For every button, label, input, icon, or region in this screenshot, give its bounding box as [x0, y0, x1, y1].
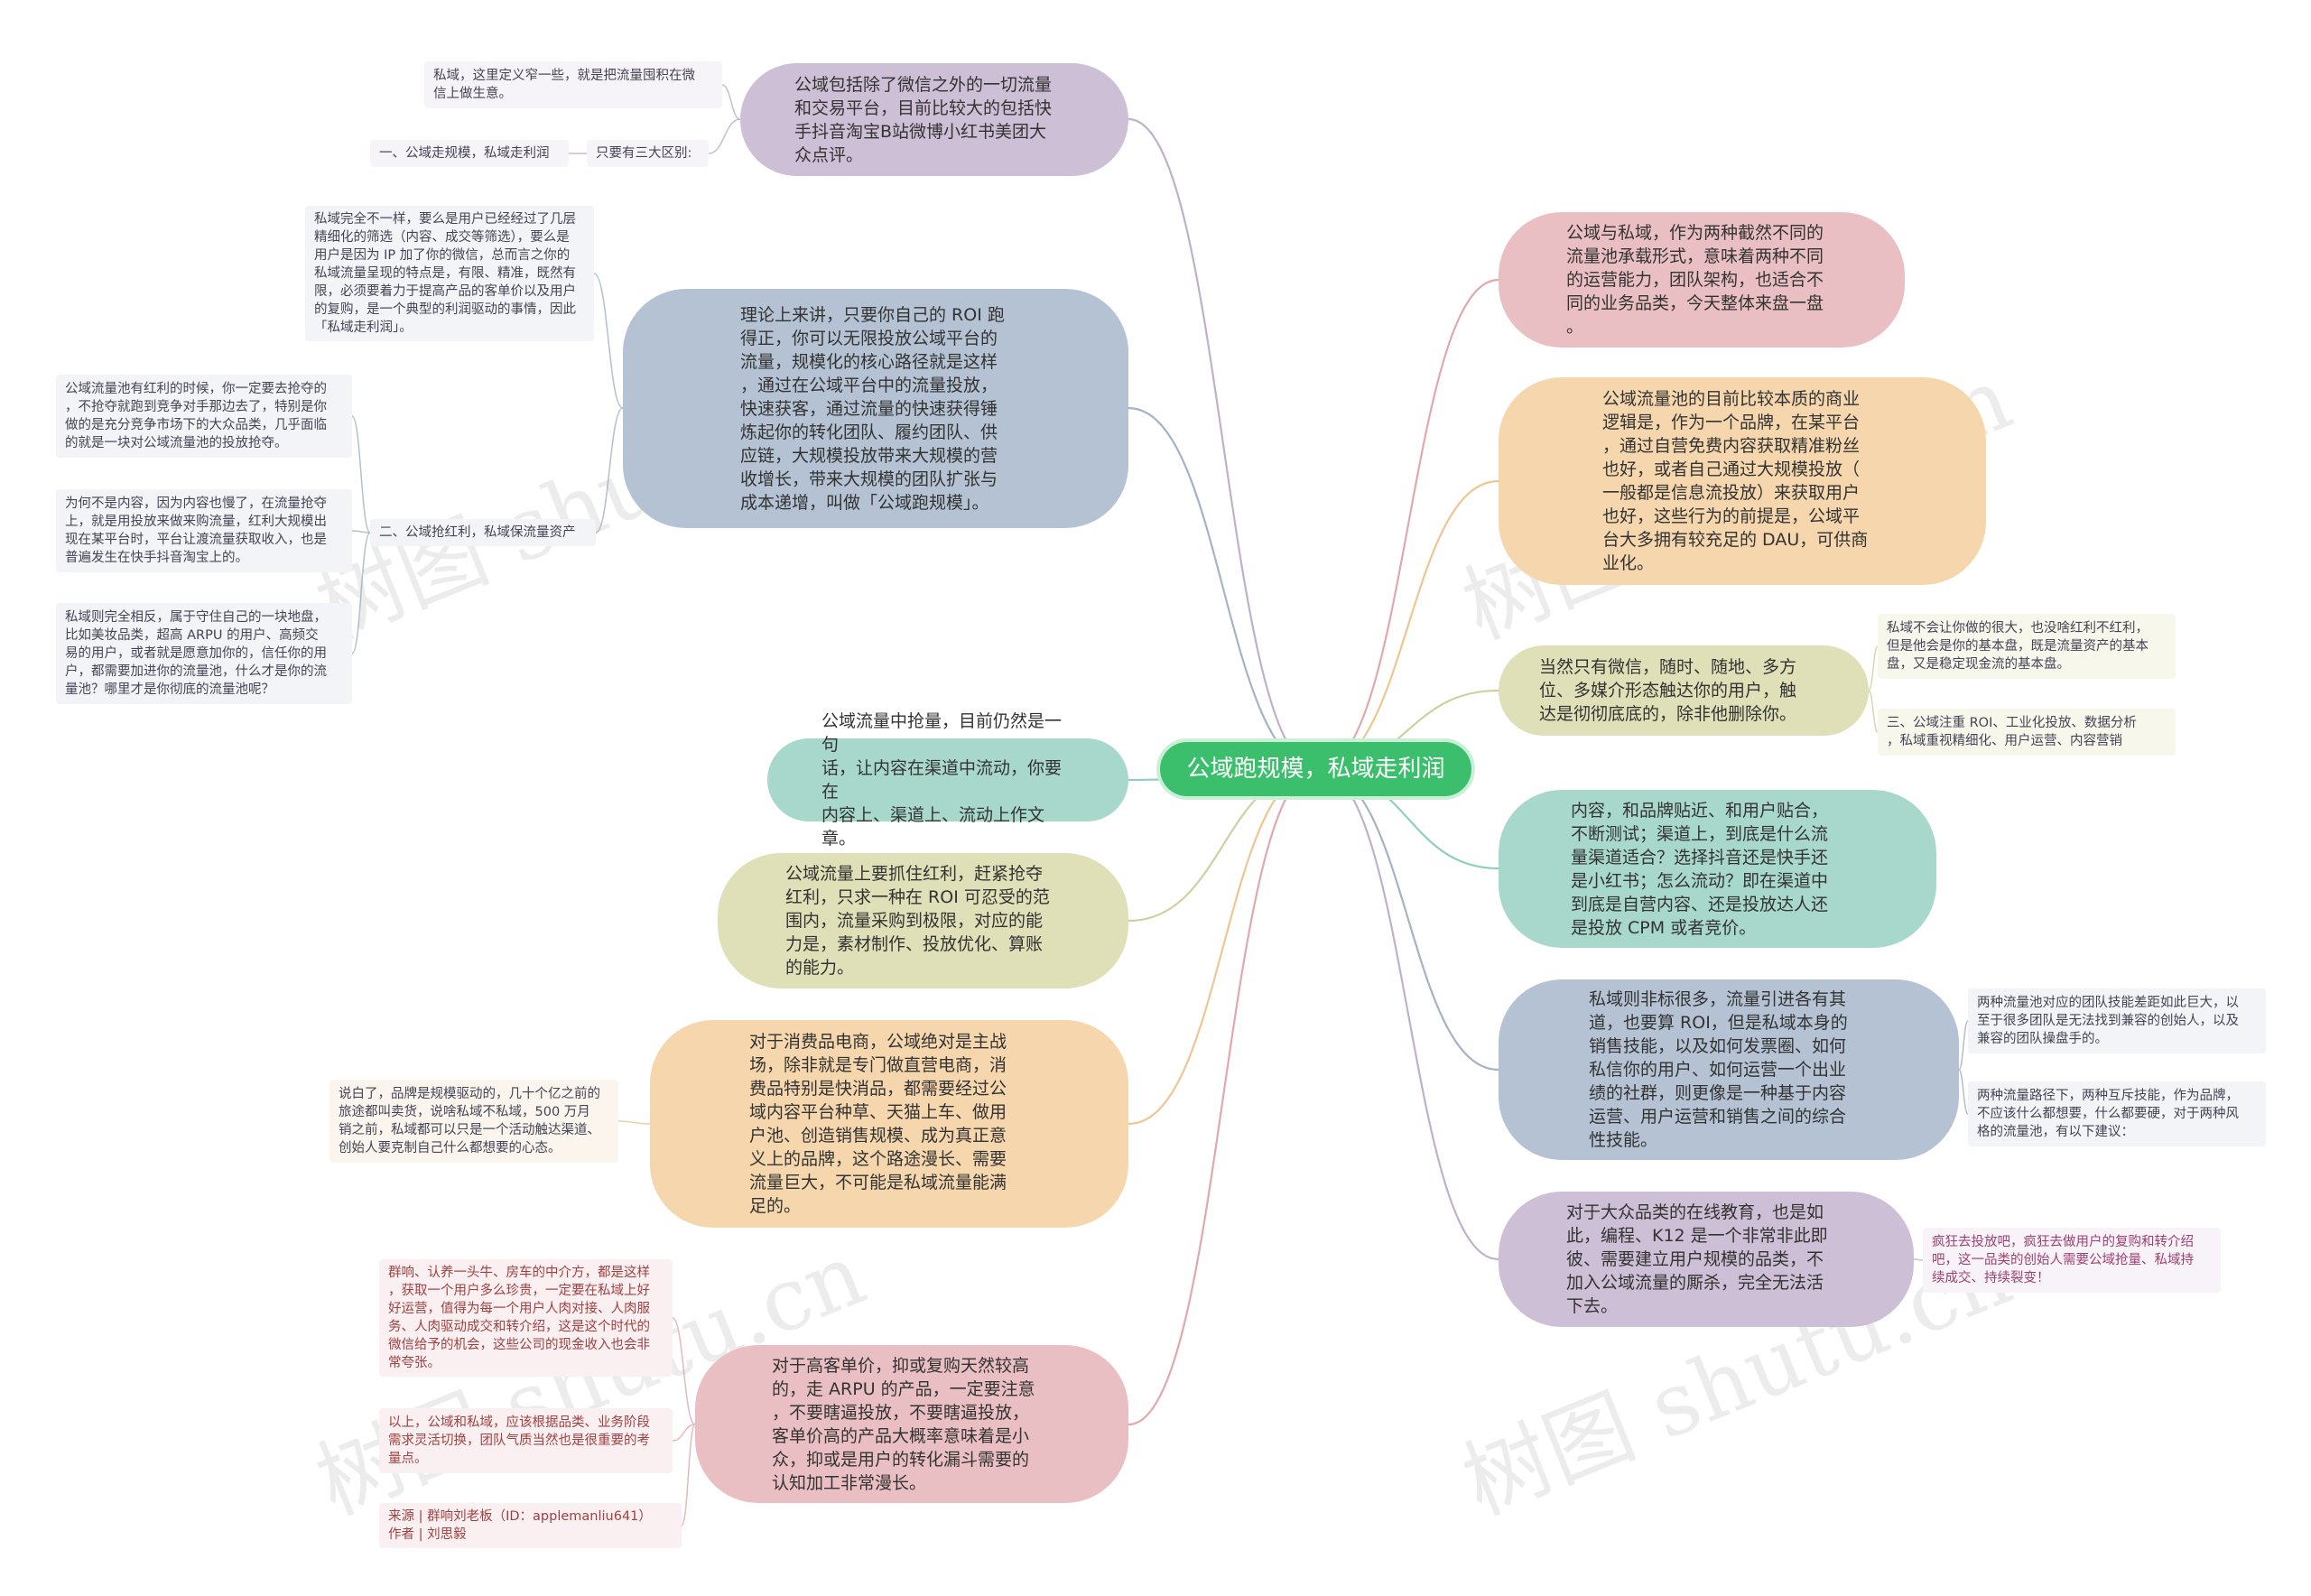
branch-text: 私域则非标很多，流量引进各有其 道，也要算 ROI，但是私域本身的 销售技能，以…	[1589, 989, 1848, 1150]
leaf-text: 为何不是内容，因为内容也慢了，在流量抢夺 上，就是用投放来做来购流量，红利大规模…	[65, 496, 327, 565]
branch-right-4[interactable]: 内容，和品牌贴近、和用户贴合， 不断测试；渠道上，到底是什么流 量渠道适合？选择…	[1499, 790, 1936, 948]
leaf-text: 公域流量池有红利的时候，你一定要去抢夺的 ，不抢夺就跑到竞争对手那边去了，特别是…	[65, 382, 327, 450]
branch-text: 公域包括除了微信之外的一切流量 和交易平台，目前比较大的包括快 手抖音淘宝B站微…	[794, 74, 1053, 165]
branch-right-5[interactable]: 私域则非标很多，流量引进各有其 道，也要算 ROI，但是私域本身的 销售技能，以…	[1499, 979, 1959, 1160]
connector	[1317, 278, 1499, 771]
root-topic[interactable]: 公域跑规模，私域走利润	[1160, 742, 1471, 796]
leaf-text: 私域完全不一样，要么是用户已经经过了几层 精细化的筛选（内容、成交等筛选），要么…	[314, 212, 576, 335]
branch-left-3[interactable]: 公域流量中抢量，目前仍然是一句 话，让内容在渠道中流动，你要在 内容上、渠道上、…	[767, 711, 1128, 849]
leaf-note[interactable]: 私域则完全相反，属于守住自己的一块地盘， 比如美妆品类，超高 ARPU 的用户、…	[56, 603, 352, 704]
branch-text: 内容，和品牌贴近、和用户贴合， 不断测试；渠道上，到底是什么流 量渠道适合？选择…	[1571, 800, 1829, 938]
leaf-text: 说白了，品牌是规模驱动的，几十个亿之前的 旅途都叫卖货，说啥私域不私域，500 …	[339, 1087, 600, 1155]
leaf-note[interactable]: 说白了，品牌是规模驱动的，几十个亿之前的 旅途都叫卖货，说啥私域不私域，500 …	[329, 1080, 618, 1163]
leaf-note[interactable]: 私域完全不一样，要么是用户已经经过了几层 精细化的筛选（内容、成交等筛选），要么…	[305, 206, 594, 341]
connector	[672, 1424, 696, 1442]
connector	[1868, 645, 1879, 691]
connector	[1128, 767, 1319, 1426]
connector	[681, 1424, 696, 1526]
branch-left-4[interactable]: 公域流量上要抓住红利，赶紧抢夺 红利，只求一种在 ROI 可忍受的范 围内，流量…	[718, 853, 1128, 988]
leaf-text: 群响、认养一头牛、房车的中介方，都是这样 ，获取一个用户多么珍贵，一定要在私域上…	[388, 1266, 650, 1370]
connector	[1913, 1258, 1924, 1261]
connector	[672, 1317, 696, 1425]
connector	[1317, 767, 1499, 1072]
leaf-note[interactable]: 两种流量池对应的团队技能差距如此巨大，以 至于很多团队是无法找到兼容的创始人，以…	[1968, 988, 2266, 1053]
branch-text: 当然只有微信，随时、随地、多方 位、多媒介形态触达你的用户，触 达是彻彻底底的，…	[1539, 657, 1797, 724]
leaf-note[interactable]: 为何不是内容，因为内容也慢了，在流量抢夺 上，就是用投放来做来购流量，红利大规模…	[56, 489, 352, 572]
branch-left-1[interactable]: 公域包括除了微信之外的一切流量 和交易平台，目前比较大的包括快 手抖音淘宝B站微…	[740, 63, 1128, 176]
leaf-note[interactable]: 疯狂去投放吧，疯狂去做用户的复购和转介绍 吧，这一品类的创始人需要公域抢量、私域…	[1923, 1228, 2221, 1293]
leaf-note[interactable]: 以上，公域和私域，应该根据品类、业务阶段 需求灵活切换，团队气质当然也是很重要的…	[379, 1408, 673, 1473]
leaf-source[interactable]: 来源 | 群响刘老板（ID：applemanliu641） 作者 | 刘思毅	[379, 1503, 682, 1548]
leaf-text: 私域不会让你做的很大，也没啥红利不红利， 但是他会是你的基本盘，既是流量资产的基…	[1887, 621, 2149, 672]
branch-text: 对于消费品电商，公域绝对是主战 场，除非就是专门做直营电商，消 费品特别是快消品…	[749, 1032, 1007, 1216]
branch-left-5[interactable]: 对于消费品电商，公域绝对是主战 场，除非就是专门做直营电商，消 费品特别是快消品…	[650, 1020, 1128, 1228]
connector	[1317, 767, 1499, 1261]
connector	[1868, 690, 1879, 733]
connector	[351, 530, 371, 534]
connector	[617, 1120, 651, 1125]
connector	[1958, 1020, 1969, 1071]
branch-left-6[interactable]: 对于高客单价，抑或复购天然较高 的，走 ARPU 的产品，一定要注意 ，不要瞎逼…	[695, 1345, 1128, 1503]
branch-right-6[interactable]: 对于大众品类的在线教育，也是如 此，编程、K12 是一个非常非此即 彼、需要建立…	[1499, 1192, 1914, 1327]
leaf-note[interactable]: 二、公域抢红利，私域保流量资产	[370, 519, 596, 546]
connector	[721, 84, 741, 120]
leaf-text: 两种流量池对应的团队技能差距如此巨大，以 至于很多团队是无法找到兼容的创始人，以…	[1977, 996, 2239, 1046]
connector	[593, 273, 624, 409]
branch-text: 对于大众品类的在线教育，也是如 此，编程、K12 是一个非常非此即 彼、需要建立…	[1566, 1202, 1828, 1316]
connector	[351, 532, 371, 654]
leaf-note[interactable]: 私域不会让你做的很大，也没啥红利不红利， 但是他会是你的基本盘，既是流量资产的基…	[1878, 614, 2176, 679]
branch-text: 理论上来讲，只要你自己的 ROI 跑 得正，你可以无限投放公域平台的 流量，规模…	[740, 304, 1005, 513]
branch-text: 公域流量上要抓住红利，赶紧抢夺 红利，只求一种在 ROI 可忍受的范 围内，流量…	[785, 864, 1050, 978]
leaf-text: 一、公域走规模，私域走利润	[379, 146, 550, 161]
leaf-text: 来源 | 群响刘老板（ID：applemanliu641） 作者 | 刘思毅	[388, 1509, 652, 1542]
branch-text: 对于高客单价，抑或复购天然较高 的，走 ARPU 的产品，一定要注意 ，不要瞎逼…	[772, 1355, 1035, 1493]
leaf-note[interactable]: 私域，这里定义窄一些，就是把流量囤积在微 信上做生意。	[424, 61, 722, 108]
leaf-text: 两种流量路径下，两种互斥技能，作为品牌， 不应该什么都想要，什么都要硬，对于两种…	[1977, 1089, 2239, 1139]
branch-left-2[interactable]: 理论上来讲，只要你自己的 ROI 跑 得正，你可以无限投放公域平台的 流量，规模…	[623, 289, 1128, 528]
leaf-text: 疯狂去投放吧，疯狂去做用户的复购和转介绍 吧，这一品类的创始人需要公域抢量、私域…	[1932, 1235, 2194, 1285]
connector	[708, 118, 741, 154]
leaf-note[interactable]: 一、公域走规模，私域走利润	[370, 140, 569, 167]
branch-right-1[interactable]: 公域与私域，作为两种截然不同的 流量池承载形式，意味着两种不同 的运营能力，团队…	[1499, 212, 1905, 348]
leaf-note[interactable]: 群响、认养一头牛、房车的中介方，都是这样 ，获取一个用户多么珍贵，一定要在私域上…	[379, 1259, 673, 1377]
leaf-text: 私域则完全相反，属于守住自己的一块地盘， 比如美妆品类，超高 ARPU 的用户、…	[65, 610, 327, 697]
leaf-text: 只要有三大区别:	[596, 146, 692, 161]
connector	[1128, 117, 1319, 771]
branch-text: 公域与私域，作为两种截然不同的 流量池承载形式，意味着两种不同 的运营能力，团队…	[1566, 223, 1824, 337]
connector	[1958, 1069, 1969, 1115]
connector	[1128, 767, 1319, 1126]
leaf-text: 二、公域抢红利，私域保流量资产	[379, 525, 576, 540]
branch-text: 公域流量池的目前比较本质的商业 逻辑是，作为一个品牌，在某平台 ，通过自营免费内…	[1602, 389, 1869, 573]
branch-text: 公域流量中抢量，目前仍然是一句 话，让内容在渠道中流动，你要在 内容上、渠道上、…	[821, 711, 1063, 849]
leaf-note[interactable]: 公域流量池有红利的时候，你一定要去抢夺的 ，不抢夺就跑到竞争对手那边去了，特别是…	[56, 375, 352, 458]
leaf-note[interactable]: 只要有三大区别:	[587, 140, 709, 167]
connector	[351, 415, 371, 534]
leaf-note[interactable]: 三、公域注重 ROI、工业化投放、数据分析 ，私域重视精细化、用户运营、内容营销	[1878, 709, 2176, 756]
branch-right-3[interactable]: 当然只有微信，随时、随地、多方 位、多媒介形态触达你的用户，触 达是彻彻底底的，…	[1499, 645, 1869, 736]
leaf-text: 私域，这里定义窄一些，就是把流量囤积在微 信上做生意。	[433, 69, 695, 101]
connector	[595, 407, 624, 534]
leaf-note[interactable]: 两种流量路径下，两种互斥技能，作为品牌， 不应该什么都想要，什么都要硬，对于两种…	[1968, 1081, 2266, 1146]
leaf-text: 三、公域注重 ROI、工业化投放、数据分析 ，私域重视精细化、用户运营、内容营销	[1887, 716, 2137, 748]
connector	[1128, 406, 1319, 771]
leaf-text: 以上，公域和私域，应该根据品类、业务阶段 需求灵活切换，团队气质当然也是很重要的…	[388, 1415, 650, 1466]
branch-right-2[interactable]: 公域流量池的目前比较本质的商业 逻辑是，作为一个品牌，在某平台 ，通过自营免费内…	[1499, 377, 1986, 585]
